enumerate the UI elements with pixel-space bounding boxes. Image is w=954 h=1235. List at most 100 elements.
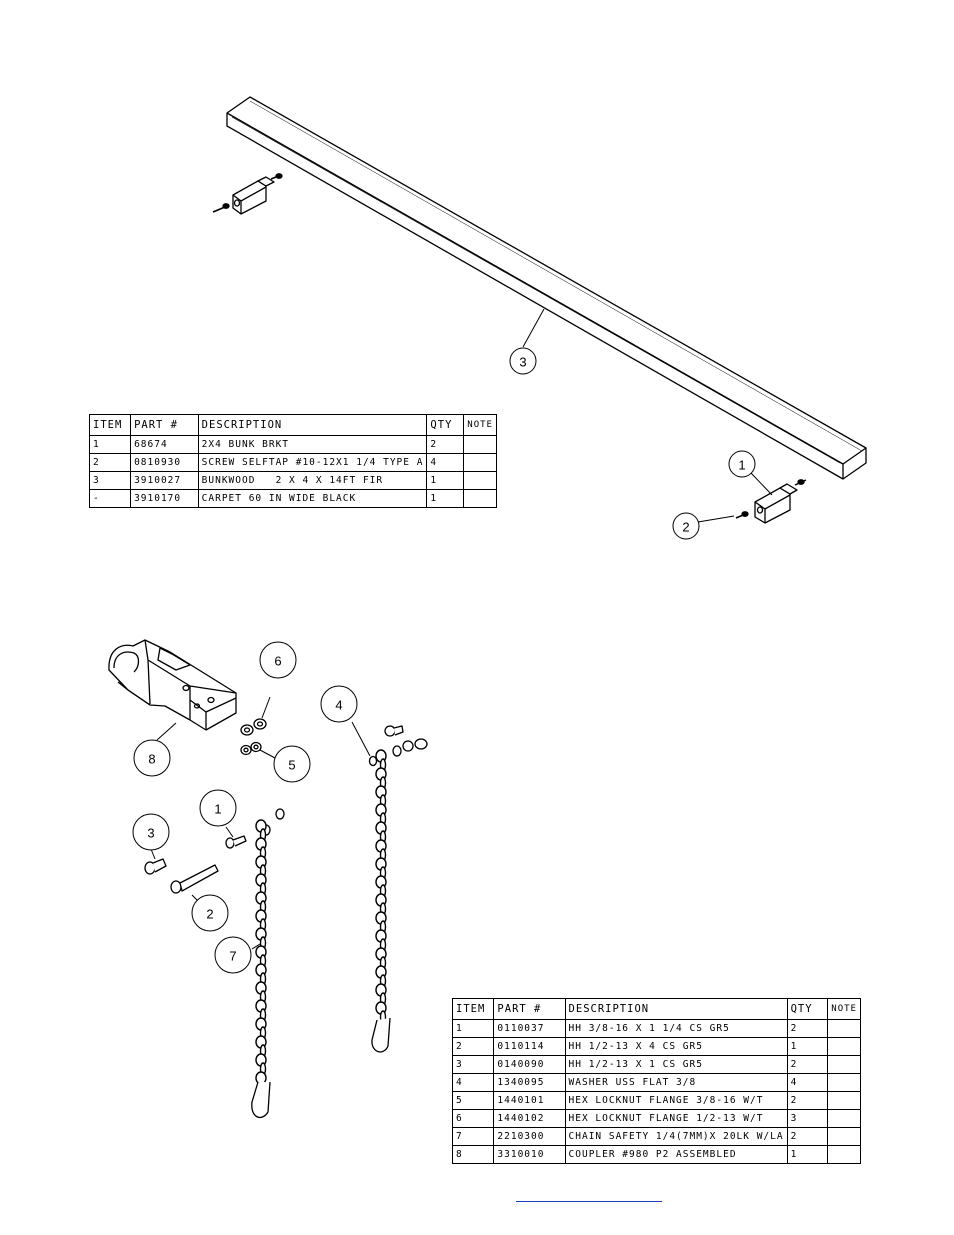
cell-qty: 1 xyxy=(426,471,465,490)
cell-part: 2210300 xyxy=(493,1127,566,1146)
callout-label: 6 xyxy=(274,654,281,669)
footer-link-underline[interactable] xyxy=(516,1201,662,1202)
cell-note xyxy=(463,489,497,508)
cell-note xyxy=(827,1109,861,1128)
cell-item: 1 xyxy=(88,435,132,454)
cell-part: 0140090 xyxy=(493,1055,566,1074)
callout-label: 7 xyxy=(229,949,236,964)
cell-part: 1440101 xyxy=(493,1091,566,1110)
cell-part: 68674 xyxy=(130,435,199,454)
hex-locknut-6 xyxy=(240,718,267,736)
cell-description: CARPET 60 IN WIDE BLACK xyxy=(197,489,428,508)
cell-description: WASHER USS FLAT 3/8 xyxy=(564,1073,788,1092)
chain-hook-right xyxy=(371,1017,391,1053)
cell-note xyxy=(827,1127,861,1146)
callout-label: 5 xyxy=(288,758,295,773)
cell-part: 3910027 xyxy=(130,471,199,490)
cell-description: HEX LOCKNUT FLANGE 3/8-16 W/T xyxy=(564,1091,788,1110)
cell-item: 6 xyxy=(451,1109,495,1128)
screw-right-2 xyxy=(794,479,807,486)
safety-chain-left xyxy=(255,819,267,1085)
cell-note xyxy=(827,1037,861,1056)
cell-qty: 4 xyxy=(426,453,465,472)
callout-label: 8 xyxy=(148,752,155,767)
cell-part: 3310010 xyxy=(493,1145,566,1164)
cell-description: HH 1/2-13 X 4 CS GR5 xyxy=(564,1037,788,1056)
callout-coupler-8 xyxy=(133,739,171,777)
cell-note xyxy=(827,1073,861,1092)
callout-bunk-2 xyxy=(672,512,700,540)
cell-item: 3 xyxy=(451,1055,495,1074)
bolt-3 xyxy=(144,858,167,875)
screw-right-1 xyxy=(735,511,749,519)
cell-qty: 2 xyxy=(786,1019,829,1038)
hex-locknut-5 xyxy=(240,741,262,756)
col-qty: QTY xyxy=(786,998,829,1020)
cell-note xyxy=(463,471,497,490)
cell-qty: 2 xyxy=(786,1091,829,1110)
chain-hook-left xyxy=(251,1081,271,1119)
cell-item: 4 xyxy=(451,1073,495,1092)
cell-description: COUPLER #980 P2 ASSEMBLED xyxy=(564,1145,788,1164)
safety-chain-right xyxy=(375,749,387,1024)
cell-description: HH 1/2-13 X 1 CS GR5 xyxy=(564,1055,788,1074)
cell-item: 1 xyxy=(451,1019,495,1038)
washer-right xyxy=(368,738,428,767)
screw-left-1 xyxy=(212,203,230,213)
cell-item: 7 xyxy=(451,1127,495,1146)
callout-label: 1 xyxy=(738,458,745,473)
callout-bunk-1 xyxy=(728,450,756,478)
cell-item: - xyxy=(88,489,132,508)
col-note: NOTE xyxy=(463,414,497,436)
washer-left-2 xyxy=(275,808,285,820)
col-part: PART # xyxy=(130,414,199,436)
cell-description: 2X4 BUNK BRKT xyxy=(197,435,428,454)
callout-label: 3 xyxy=(519,355,526,370)
col-qty: QTY xyxy=(426,414,465,436)
cell-item: 5 xyxy=(451,1091,495,1110)
callout-label: 2 xyxy=(682,520,689,535)
callout-coupler-5 xyxy=(273,745,311,783)
callout-coupler-2 xyxy=(191,894,229,932)
col-item: ITEM xyxy=(88,414,132,436)
cell-qty: 1 xyxy=(426,489,465,508)
callout-label: 1 xyxy=(214,802,221,817)
bunk-bracket-left xyxy=(232,176,275,215)
callout-label: 4 xyxy=(335,698,342,713)
cell-qty: 3 xyxy=(786,1109,829,1128)
cell-item: 2 xyxy=(451,1037,495,1056)
callout-coupler-7 xyxy=(214,936,252,974)
bolt-2 xyxy=(170,864,219,894)
cell-part: 1440102 xyxy=(493,1109,566,1128)
cell-description: CHAIN SAFETY 1/4(7MM)X 20LK W/LA xyxy=(564,1127,788,1146)
cell-qty: 2 xyxy=(786,1127,829,1146)
cell-part: 3910170 xyxy=(130,489,199,508)
cell-part: 0810930 xyxy=(130,453,199,472)
cell-description: BUNKWOOD 2 X 4 X 14FT FIR xyxy=(197,471,428,490)
cell-note xyxy=(827,1019,861,1038)
callout-coupler-4 xyxy=(320,685,358,723)
cell-qty: 1 xyxy=(786,1037,829,1056)
cell-item: 3 xyxy=(88,471,132,490)
col-note: NOTE xyxy=(827,998,861,1020)
col-item: ITEM xyxy=(451,998,495,1020)
bolt-1 xyxy=(225,835,247,849)
callout-label: 2 xyxy=(206,907,213,922)
callout-coupler-3 xyxy=(132,813,170,851)
table-header-row: ITEM PART # DESCRIPTION QTY NOTE xyxy=(88,414,497,436)
col-description: DESCRIPTION xyxy=(197,414,428,436)
cell-note xyxy=(827,1145,861,1164)
cell-item: 2 xyxy=(88,453,132,472)
coupler-assembly xyxy=(108,639,237,731)
